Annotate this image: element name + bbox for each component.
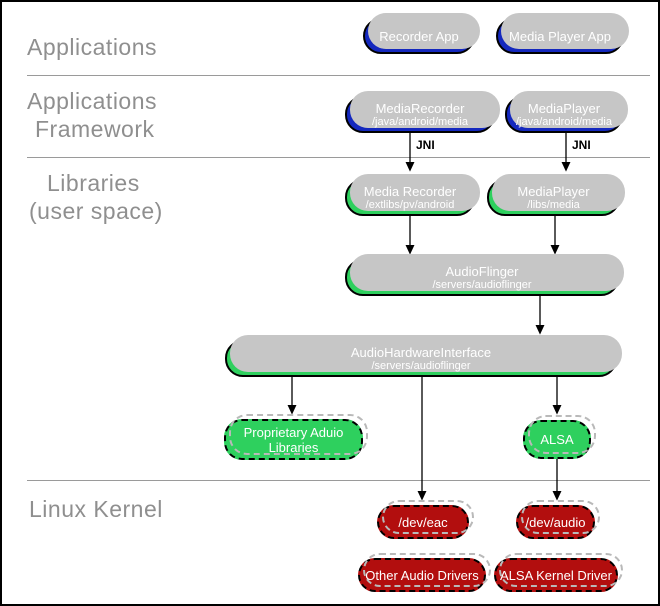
node-title: Recorder App [379, 28, 459, 44]
node-title: MediaPlayer [527, 100, 601, 116]
node-proprietary-audio-libraries: Proprietary Aduio Libraries [224, 419, 363, 460]
node-mediaplayer-framework: MediaPlayer /java/android/media [505, 96, 623, 133]
node-dev-audio: /dev/audio [516, 505, 595, 539]
node-dev-eac: /dev/eac [377, 505, 469, 539]
node-subtitle: /java/android/media [515, 115, 612, 128]
node-title: AudioHardwareInterface [350, 344, 492, 360]
section-label-applications: Applications [27, 33, 157, 61]
node-title: ALSA Kernel Driver [500, 567, 612, 583]
section-label-text: Libraries [47, 170, 140, 196]
node-media-player-app: Media Player App [496, 18, 624, 54]
node-title: /dev/audio [525, 514, 586, 530]
node-audiohardwareinterface: AudioHardwareInterface /servers/audiofli… [225, 340, 617, 377]
divider-applications [27, 75, 650, 76]
node-subtitle: /java/android/media [371, 115, 468, 128]
node-title: Proprietary Aduio Libraries [243, 424, 344, 455]
node-subtitle: /servers/audioflinger [371, 359, 471, 372]
node-title: MediaPlayer [517, 183, 590, 199]
node-audioflinger: AudioFlinger /servers/audioflinger [345, 259, 619, 296]
section-label-text: (user space) [29, 198, 163, 224]
section-label-text: Applications [27, 34, 158, 60]
node-title: Media Player App [509, 28, 611, 44]
node-other-audio-drivers: Other Audio Drivers [358, 558, 486, 592]
node-mediarecorder-framework: MediaRecorder /java/android/media [345, 96, 495, 133]
node-subtitle: /extlibs/pv/android [365, 198, 455, 211]
section-label-framework: Applications Framework [27, 87, 157, 143]
node-mediaplayer-lib: MediaPlayer /libs/media [487, 179, 620, 216]
node-title: MediaRecorder [375, 100, 465, 116]
section-label-text: Applications [27, 88, 158, 114]
section-label-kernel: Linux Kernel [29, 495, 163, 523]
node-recorder-app: Recorder App [363, 18, 475, 54]
section-label-text: Linux Kernel [29, 496, 163, 522]
node-title: Other Audio Drivers [365, 567, 479, 583]
node-title: Media Recorder [363, 183, 457, 199]
node-subtitle: /libs/media [527, 198, 580, 211]
node-alsa: ALSA [523, 420, 591, 459]
node-title: AudioFlinger [445, 263, 519, 279]
node-media-recorder-lib: Media Recorder /extlibs/pv/android [345, 179, 475, 216]
node-title: ALSA [540, 432, 574, 447]
node-title: /dev/eac [398, 514, 448, 530]
jni-label-left: JNI [416, 138, 435, 152]
jni-label-right: JNI [572, 138, 591, 152]
node-alsa-kernel-driver: ALSA Kernel Driver [494, 558, 618, 592]
section-label-text: Framework [35, 116, 155, 142]
section-label-libraries: Libraries (user space) [29, 169, 163, 225]
node-subtitle: /servers/audioflinger [432, 278, 532, 291]
divider-framework [27, 157, 650, 158]
divider-kernel [27, 480, 650, 481]
